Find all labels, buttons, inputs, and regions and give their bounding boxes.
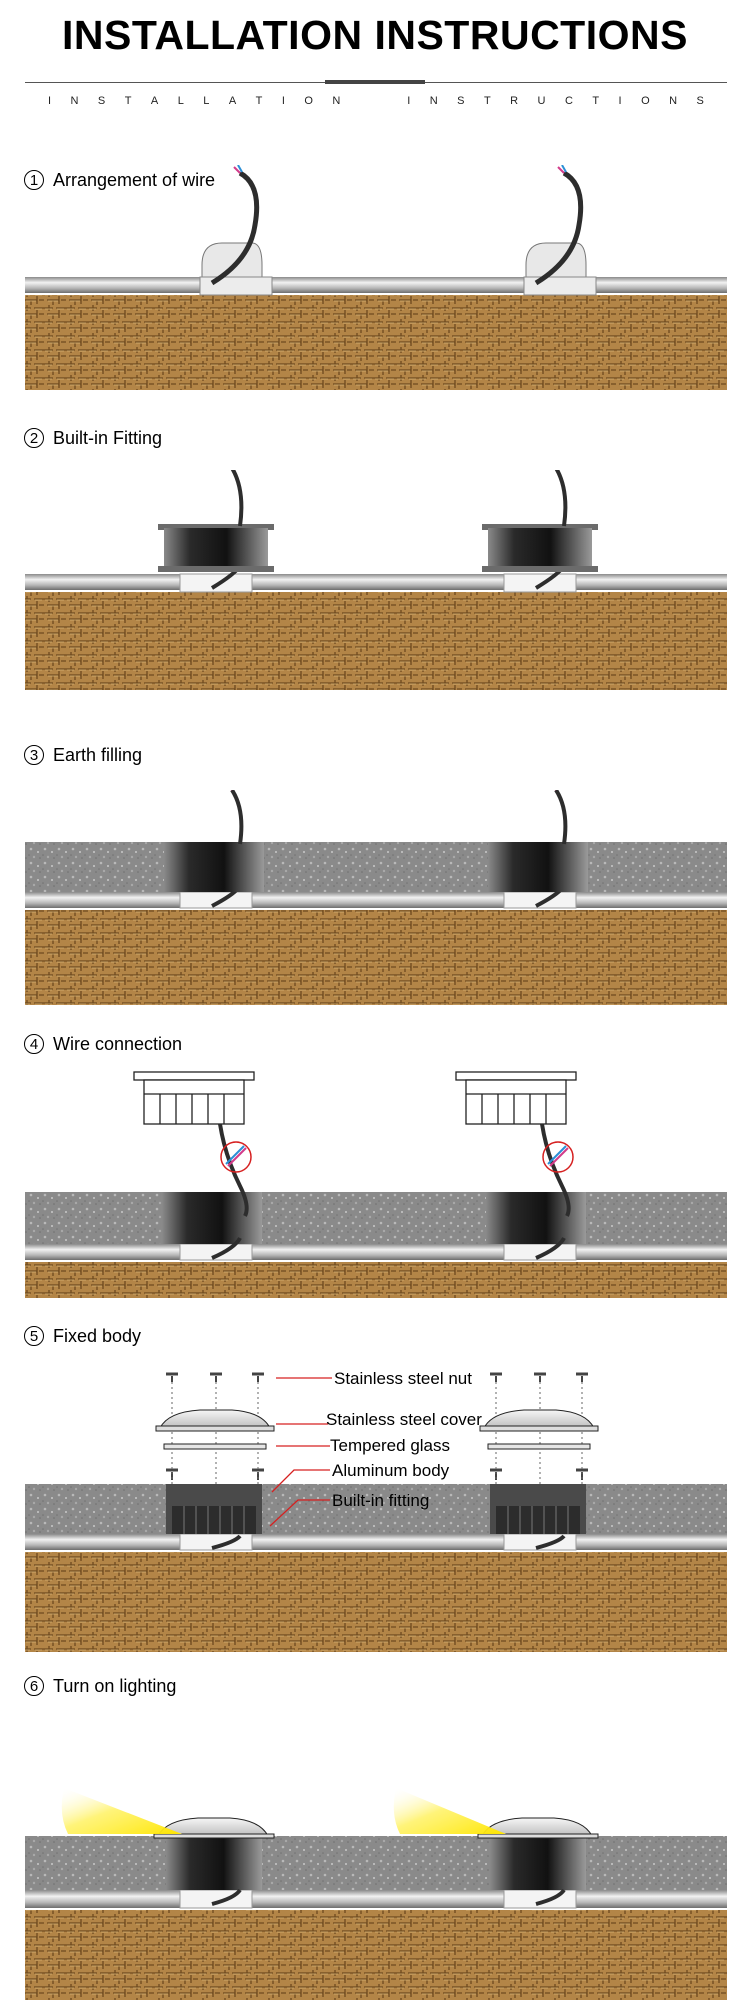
soil-layer bbox=[25, 295, 727, 390]
subtitle-letter: T bbox=[592, 95, 599, 107]
subtitle-letter: O bbox=[304, 95, 313, 107]
subtitle-letter: R bbox=[510, 95, 518, 107]
gravel-layer bbox=[25, 1192, 727, 1244]
step-3-label: Earth filling bbox=[53, 745, 142, 766]
exploded-right bbox=[480, 1374, 598, 1550]
subtitle-letter: T bbox=[125, 95, 132, 107]
subtitle-letter: I bbox=[407, 95, 410, 107]
light-beam-right bbox=[394, 1788, 506, 1834]
gravel-layer bbox=[25, 1836, 727, 1890]
subtitle-letter: S bbox=[457, 95, 464, 107]
light-beam-left bbox=[62, 1788, 182, 1834]
step-6-number: 6 bbox=[24, 1676, 44, 1696]
conduit-pipe bbox=[25, 1890, 727, 1908]
callout-nut: Stainless steel nut bbox=[334, 1369, 472, 1388]
subtitle-letter: T bbox=[256, 95, 263, 107]
subtitle-letter: T bbox=[484, 95, 491, 107]
step-4-illustration bbox=[0, 1066, 750, 1302]
step-5-number: 5 bbox=[24, 1326, 44, 1346]
subtitle-letter: A bbox=[229, 95, 236, 107]
step-3-illustration bbox=[0, 790, 750, 1010]
gravel-layer bbox=[25, 842, 727, 892]
step-4-number: 4 bbox=[24, 1034, 44, 1054]
callout-glass: Tempered glass bbox=[330, 1436, 450, 1455]
step-3-header: 3 Earth filling bbox=[24, 741, 142, 769]
soil-layer bbox=[25, 1910, 727, 2000]
fitting-left bbox=[158, 470, 274, 592]
soil-layer bbox=[25, 910, 727, 1005]
conduit-pipe bbox=[25, 1244, 727, 1260]
fitting-left bbox=[164, 790, 264, 908]
step-5-label: Fixed body bbox=[53, 1326, 141, 1347]
subtitle-letter: L bbox=[203, 95, 209, 107]
fitting-right bbox=[488, 790, 588, 908]
subtitle-letter: C bbox=[565, 95, 573, 107]
subtitle-letter: I bbox=[282, 95, 285, 107]
step-5-header: 5 Fixed body bbox=[24, 1322, 141, 1350]
conduit-pipe bbox=[25, 892, 727, 908]
step-6-label: Turn on lighting bbox=[53, 1676, 176, 1697]
callout-fitting: Built-in fitting bbox=[332, 1491, 429, 1510]
callout-body: Aluminum body bbox=[332, 1461, 450, 1480]
subtitle-letter: I bbox=[48, 95, 51, 107]
conduit-pipe bbox=[25, 277, 727, 293]
subtitle-letter: S bbox=[98, 95, 105, 107]
soil-layer bbox=[25, 1552, 727, 1652]
step-6-header: 6 Turn on lighting bbox=[24, 1672, 176, 1700]
step-2-illustration bbox=[0, 470, 750, 695]
soil-layer bbox=[25, 592, 727, 690]
wire-box-left bbox=[200, 165, 272, 295]
subtitle-letter: N bbox=[669, 95, 677, 107]
subtitle-word-gap bbox=[360, 95, 388, 107]
conduit-pipe bbox=[25, 1534, 727, 1550]
callout-cover: Stainless steel cover bbox=[326, 1410, 482, 1429]
title-divider-accent bbox=[325, 80, 425, 84]
subtitle-letter: I bbox=[619, 95, 622, 107]
subtitle-letter: U bbox=[538, 95, 546, 107]
step-2-header: 2 Built-in Fitting bbox=[24, 424, 162, 452]
wire-box-right bbox=[524, 165, 596, 295]
subtitle-letter: N bbox=[430, 95, 438, 107]
step-2-label: Built-in Fitting bbox=[53, 428, 162, 449]
subtitle-letter: N bbox=[71, 95, 79, 107]
fitting-right bbox=[482, 470, 598, 592]
soil-layer bbox=[25, 1262, 727, 1298]
step-1-illustration bbox=[0, 165, 750, 395]
step-3-number: 3 bbox=[24, 745, 44, 765]
subtitle-letter: N bbox=[332, 95, 340, 107]
step-4-label: Wire connection bbox=[53, 1034, 182, 1055]
exploded-left bbox=[156, 1374, 274, 1550]
subtitle-letter: L bbox=[178, 95, 184, 107]
subtitle-letter: A bbox=[151, 95, 158, 107]
subtitle-letter: O bbox=[641, 95, 650, 107]
step-5-illustration: Stainless steel nut Stainless steel cove… bbox=[0, 1366, 750, 1656]
page-title: INSTALLATION INSTRUCTIONS bbox=[0, 12, 750, 59]
step-6-illustration bbox=[0, 1760, 750, 2000]
subtitle-letter: S bbox=[696, 95, 703, 107]
step-4-header: 4 Wire connection bbox=[24, 1030, 182, 1058]
step-2-number: 2 bbox=[24, 428, 44, 448]
conduit-pipe bbox=[25, 574, 727, 590]
